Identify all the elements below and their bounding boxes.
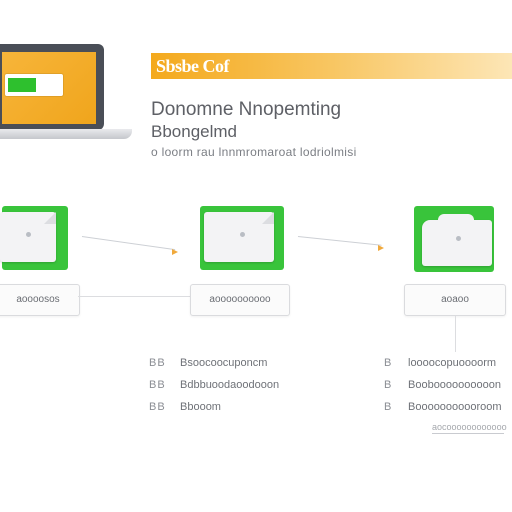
legend-right-key-3: B <box>384 401 393 413</box>
legend-right-text-2: Booboooooooooon <box>408 379 501 391</box>
laptop-window-bar <box>8 78 36 92</box>
step-3-label: aoaoo <box>404 284 506 316</box>
legend-left-text-1: Bsoocoocuponcm <box>180 357 268 369</box>
headline-line-1: Donomne Nnopemting <box>151 99 342 120</box>
legend-left-key-1: BB <box>149 357 166 369</box>
legend-right-text-1: loooocopuoooorm <box>408 357 497 369</box>
connector-down <box>455 316 456 352</box>
file-card-fold <box>44 212 56 224</box>
banner <box>151 53 512 79</box>
arrow-head-1 <box>172 249 178 255</box>
banner-title: Sbsbe Cof <box>156 56 230 76</box>
legend-left-key-3: BB <box>149 401 166 413</box>
legend-left-text-2: Bdbbuoodaoodooon <box>180 379 280 391</box>
arrow-head-2 <box>378 245 384 251</box>
card-dot <box>26 232 31 237</box>
folder-card-icon <box>422 220 492 266</box>
legend-right-key-1: B <box>384 357 393 369</box>
legend-left-text-3: Bbooom <box>180 401 221 413</box>
legend-right-text-3: Booooooooooroom <box>408 401 502 413</box>
flow-arrow-1 <box>81 236 176 251</box>
card-dot <box>240 232 245 237</box>
step-1-label: aoooosos <box>0 284 80 316</box>
legend-footnote: aocoooooooooooo <box>432 422 507 432</box>
file-card-fold <box>262 212 274 224</box>
headline-subline: o loorm rau lnnmromaroat lodriolmisi <box>151 145 357 159</box>
connector-1 <box>78 296 190 297</box>
legend-right-key-2: B <box>384 379 393 391</box>
step-2-label: aoooooooooo <box>190 284 290 316</box>
legend-underline <box>432 433 504 434</box>
headline-line-2: Bbongelmd <box>151 122 238 141</box>
laptop-base <box>0 129 132 139</box>
card-dot <box>456 236 461 241</box>
flow-arrow-2 <box>297 236 382 246</box>
folder-tab <box>438 214 474 224</box>
legend-left-key-2: BB <box>149 379 166 391</box>
